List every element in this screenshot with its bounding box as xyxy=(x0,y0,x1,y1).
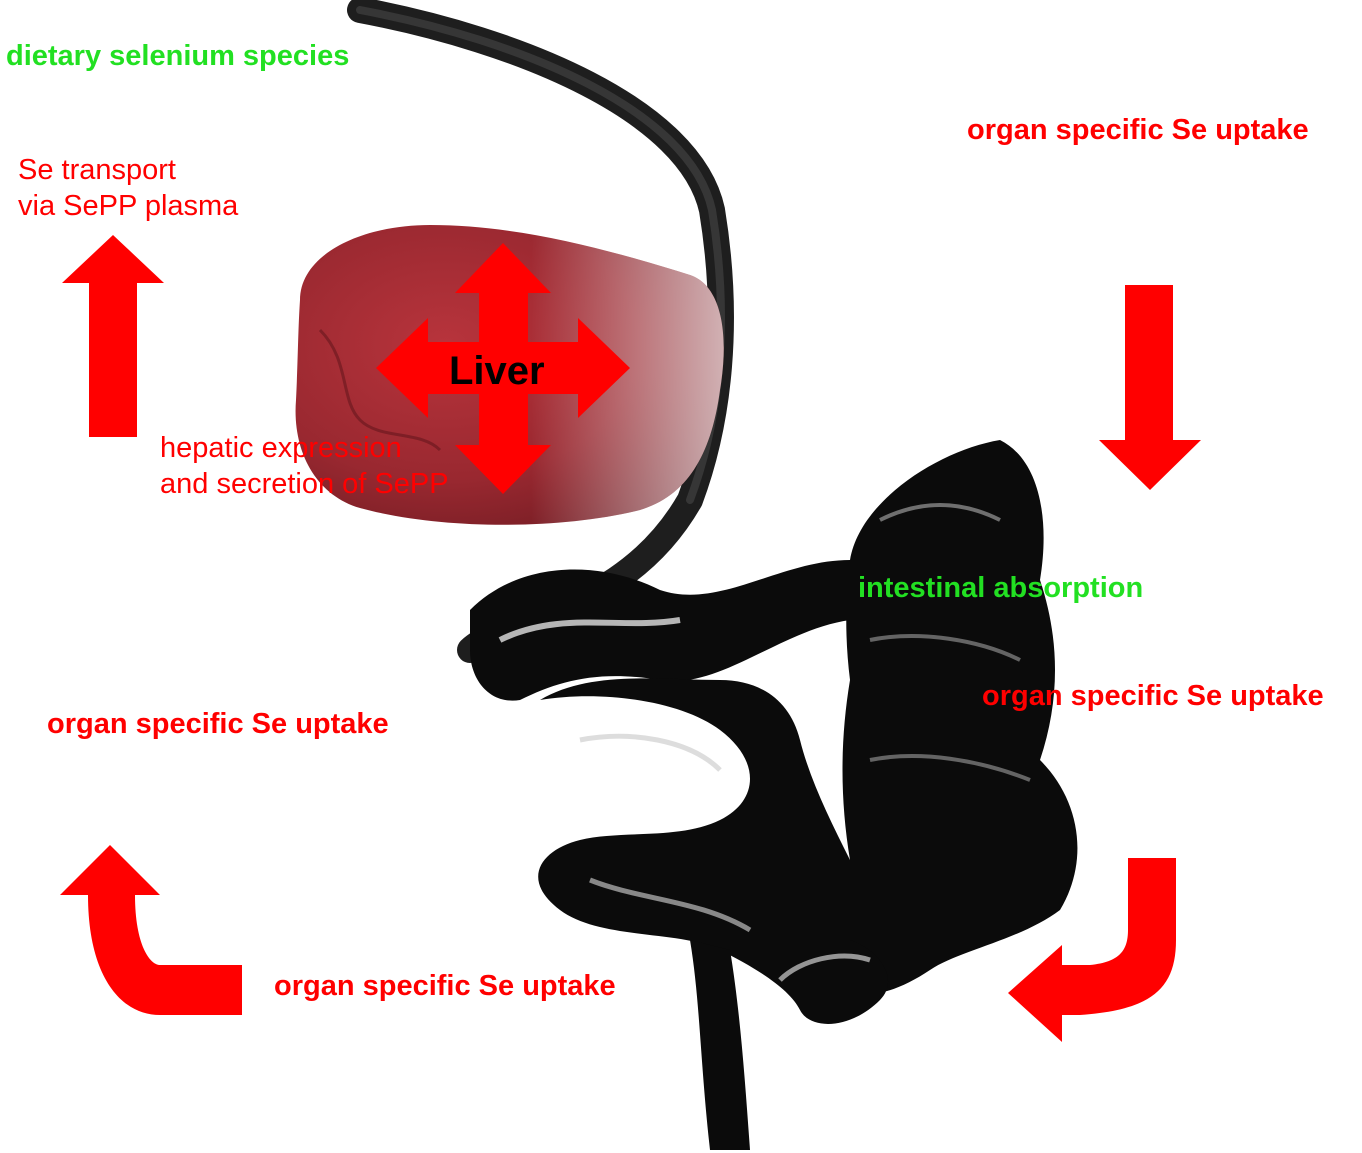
liver-label: Liver xyxy=(449,346,545,396)
se-transport-line1: Se transport xyxy=(18,152,238,188)
organ-uptake-top-right-label: organ specific Se uptake xyxy=(967,112,1309,148)
organ-uptake-left-label: organ specific Se uptake xyxy=(47,706,389,742)
organ-uptake-mid-right-label: organ specific Se uptake xyxy=(982,678,1324,714)
se-transport-line2: via SePP plasma xyxy=(18,188,238,224)
se-transport-label: Se transport via SePP plasma xyxy=(18,152,238,225)
hepatic-secretion-label: hepatic expression and secretion of SePP xyxy=(160,430,449,503)
arrow-down-icon xyxy=(1099,285,1201,490)
arrow-up-icon xyxy=(62,235,164,437)
hepatic-line2: and secretion of SePP xyxy=(160,466,449,502)
curved-arrow-up-icon xyxy=(60,845,242,1015)
dietary-selenium-label: dietary selenium species xyxy=(6,38,349,74)
intestinal-absorption-label: intestinal absorption xyxy=(858,570,1143,606)
gastrointestinal-tract-illustration xyxy=(470,440,1077,1150)
hepatic-line1: hepatic expression xyxy=(160,430,449,466)
organ-uptake-bottom-label: organ specific Se uptake xyxy=(274,968,616,1004)
